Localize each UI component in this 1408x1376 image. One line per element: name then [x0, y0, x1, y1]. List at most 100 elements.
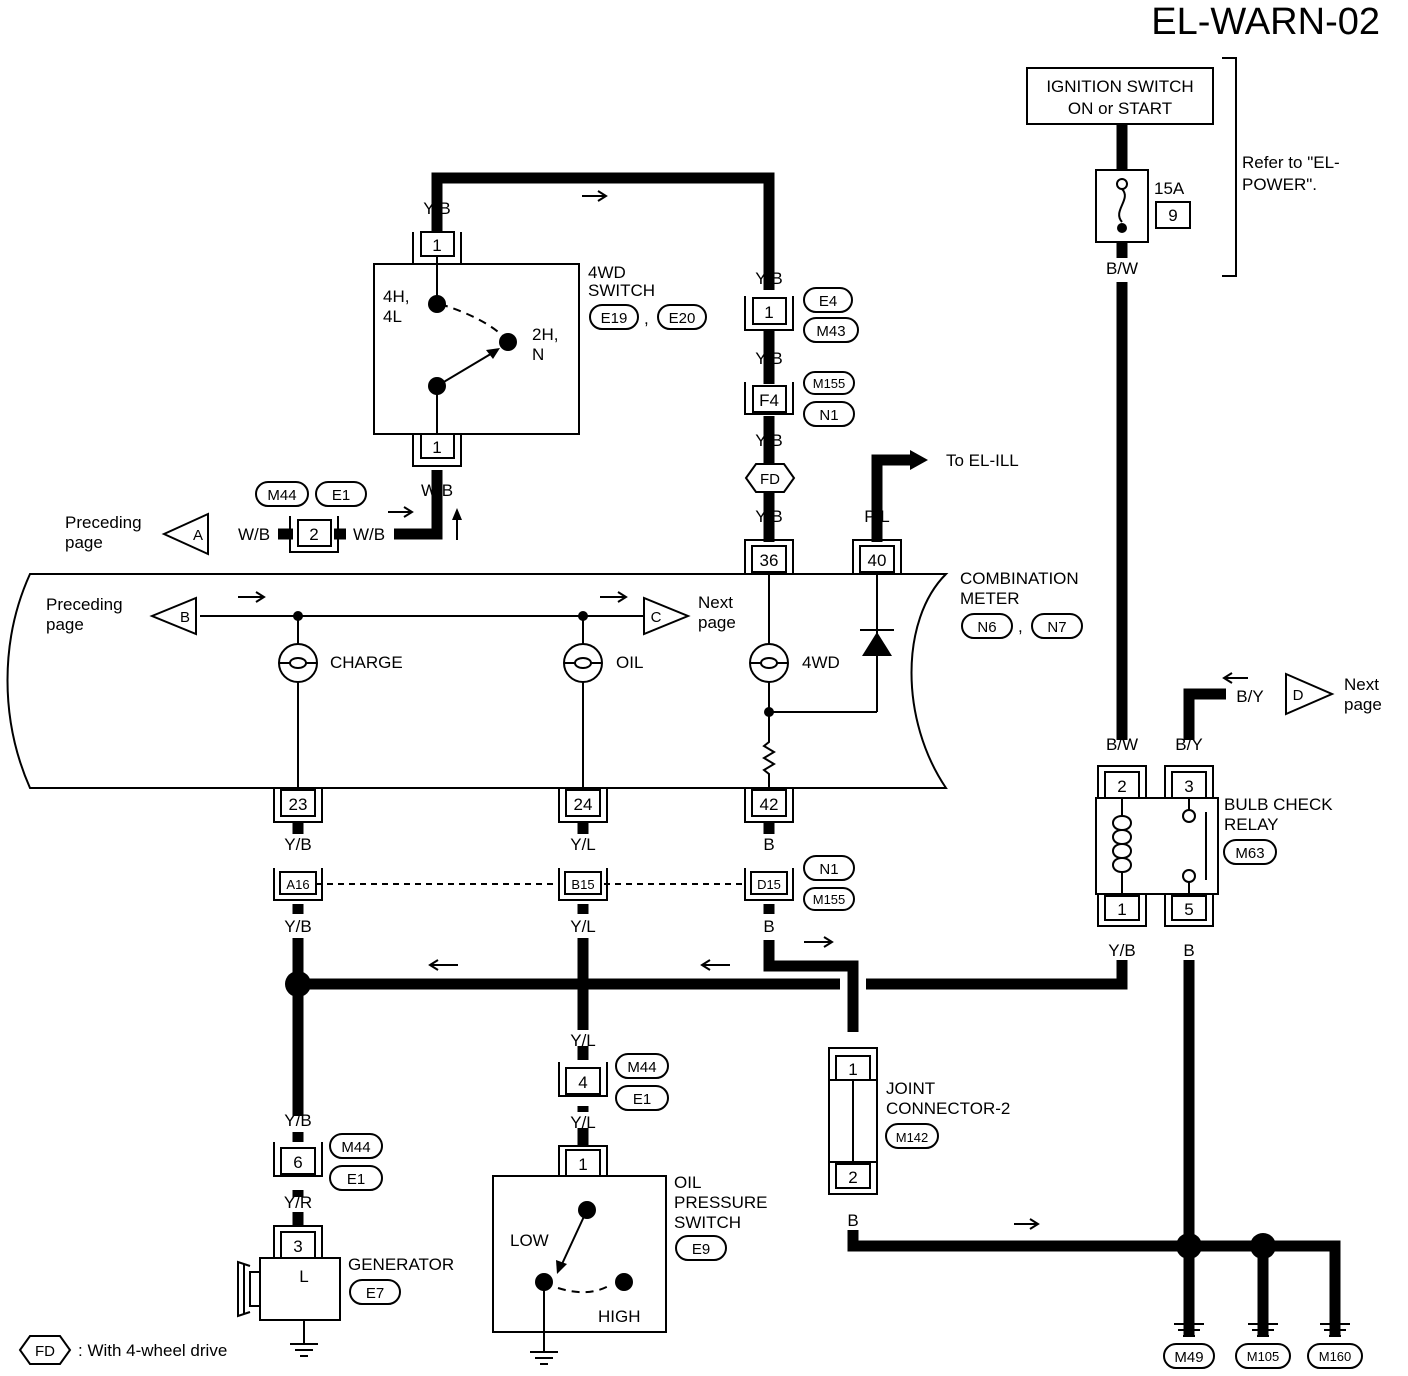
- svg-text:M142: M142: [896, 1130, 929, 1145]
- next-d-line2: page: [1344, 695, 1382, 714]
- svg-text:FD: FD: [35, 1343, 55, 1360]
- wire-yl-4: Y/L: [570, 1031, 596, 1050]
- svg-text:36: 36: [760, 551, 779, 570]
- oil-pressure-switch: [492, 1175, 667, 1365]
- wire-yr: Y/R: [284, 1193, 312, 1212]
- oil-high: HIGH: [598, 1307, 641, 1326]
- svg-text:1: 1: [432, 438, 441, 457]
- lamp-label-4wd: 4WD: [802, 653, 840, 672]
- oil-name2: PRESSURE: [674, 1193, 768, 1212]
- wire-b-joint-top: B: [847, 1017, 858, 1036]
- svg-text:1: 1: [848, 1060, 857, 1079]
- wb-connector-m44-e1: M44 E1 2: [255, 481, 367, 553]
- next-d-line1: Next: [1344, 675, 1379, 694]
- svg-text:M155: M155: [813, 376, 846, 391]
- lamp-label-oil: OIL: [616, 653, 643, 672]
- svg-text:F4: F4: [759, 391, 779, 410]
- ground-m49: B M49: [1163, 1287, 1215, 1369]
- junction-dots: [285, 971, 1276, 1259]
- meter-name2: METER: [960, 589, 1020, 608]
- wire-yb-relay1: Y/B: [1108, 941, 1135, 960]
- meter-connectors: N6 , N7: [961, 613, 1083, 639]
- wire-wb-right: W/B: [353, 525, 385, 544]
- relay-name1: BULB CHECK: [1224, 795, 1333, 814]
- svg-text:D15: D15: [757, 877, 781, 892]
- svg-text:E9: E9: [692, 1241, 710, 1258]
- svg-text:2: 2: [848, 1168, 857, 1187]
- wire-b-relay5: B: [1183, 941, 1194, 960]
- svg-text:N7: N7: [1047, 619, 1066, 636]
- svg-text:M49: M49: [1174, 1349, 1203, 1366]
- svg-text:M160: M160: [1319, 1349, 1352, 1364]
- lamp-icon-4wd: [749, 643, 789, 683]
- svg-text:M44: M44: [267, 487, 296, 504]
- wire-yb-a16: Y/B: [284, 917, 311, 936]
- svg-text:E1: E1: [332, 487, 350, 504]
- svg-text:B: B: [180, 609, 190, 626]
- svg-text:E1: E1: [633, 1091, 651, 1108]
- ignition-line1: IGNITION SWITCH: [1046, 77, 1193, 96]
- svg-text:B15: B15: [571, 877, 594, 892]
- meter-junction-4wd: [764, 707, 774, 717]
- legend-text: : With 4-wheel drive: [78, 1341, 227, 1360]
- wire-yb-fd: Y/B: [755, 431, 782, 450]
- ref-c-arrow: C: [643, 596, 691, 636]
- oil-low: LOW: [510, 1231, 549, 1250]
- refer-line1: Refer to "EL-: [1242, 153, 1340, 172]
- oil-name1: OIL: [674, 1173, 701, 1192]
- relay-name2: RELAY: [1224, 815, 1279, 834]
- fd-marker: FD: [744, 463, 796, 493]
- ignition-line2: ON or START: [1068, 99, 1172, 118]
- svg-text:1: 1: [1117, 900, 1126, 919]
- wire-pl: P/L: [864, 507, 890, 526]
- svg-text:A16: A16: [286, 877, 309, 892]
- joint-name2: CONNECTOR-2: [886, 1099, 1010, 1118]
- lamp-icon-charge: [278, 643, 318, 683]
- wire-yl-1: Y/L: [570, 1113, 596, 1132]
- connector-4: 4 M44 E1: [558, 1053, 669, 1111]
- svg-text:6: 6: [293, 1153, 302, 1172]
- 4wd-pos-a-line2: 4L: [383, 307, 402, 326]
- svg-text:M44: M44: [627, 1059, 656, 1076]
- thick-wires: [278, 124, 1341, 1336]
- svg-text:1: 1: [578, 1155, 587, 1174]
- 4wd-switch-contacts: [428, 256, 517, 434]
- 4wd-pos-b-line1: 2H,: [532, 325, 558, 344]
- meter-pin-23: 23: [273, 788, 323, 823]
- connector-b15: B15: [558, 868, 608, 901]
- meter-internal-wiring: [200, 574, 878, 790]
- svg-text:24: 24: [574, 795, 593, 814]
- flow-arrows: [238, 190, 1248, 1230]
- wire-bw-top: B/W: [1106, 259, 1138, 278]
- ref-a-arrow: A: [161, 512, 209, 556]
- ignition-switch-box: IGNITION SWITCH ON or START: [1026, 67, 1214, 125]
- svg-text:1: 1: [764, 303, 773, 322]
- wire-yl-b15: Y/L: [570, 917, 596, 936]
- meter-name1: COMBINATION: [960, 569, 1079, 588]
- svg-text:,: ,: [644, 309, 649, 328]
- svg-text:1: 1: [432, 236, 441, 255]
- svg-text:4: 4: [578, 1073, 587, 1092]
- svg-text:M105: M105: [1247, 1349, 1280, 1364]
- connector-e4-m43: 1 E4 M43: [744, 287, 859, 343]
- upward-arrow: [452, 508, 462, 540]
- svg-text:L: L: [299, 1267, 308, 1286]
- ref-b-arrow: B: [149, 596, 197, 636]
- svg-text:M63: M63: [1235, 845, 1264, 862]
- wire-yb-6: Y/B: [284, 1111, 311, 1130]
- to-el-ill-arrow: To EL-ILL: [910, 450, 1019, 470]
- meter-pin-40: 40: [852, 539, 902, 574]
- meter-pin-42: 42: [744, 788, 794, 823]
- refer-bracket: [1222, 57, 1237, 277]
- wire-yb-e4: Y/B: [755, 269, 782, 288]
- svg-text:M43: M43: [816, 323, 845, 340]
- 4wd-switch-name2: SWITCH: [588, 281, 655, 300]
- wire-yb-23: Y/B: [284, 835, 311, 854]
- combination-meter-body: [6, 573, 949, 789]
- svg-text:E7: E7: [366, 1285, 384, 1302]
- wire-b-42: B: [763, 835, 774, 854]
- svg-text:2: 2: [1117, 777, 1126, 796]
- page-title: EL-WARN-02: [1151, 1, 1380, 43]
- svg-text:C: C: [651, 609, 662, 626]
